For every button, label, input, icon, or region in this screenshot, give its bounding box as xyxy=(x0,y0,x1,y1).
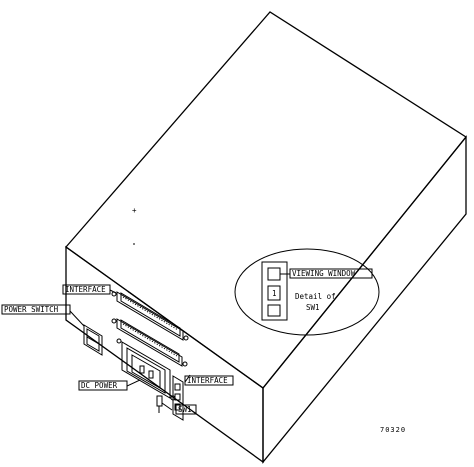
power-switch-rocker xyxy=(83,324,103,356)
callout-interface-bottom-text: INTERFACE xyxy=(187,376,228,385)
callout-interface-top-text: INTERFACE xyxy=(65,285,106,294)
sw1-detail-view: 1 Detail of SW1 xyxy=(234,248,380,336)
interface-connector-upper xyxy=(111,291,189,341)
callout-sw1-text: SW1 xyxy=(178,405,192,414)
interface-connector-lower xyxy=(111,318,188,367)
enclosure-top-face xyxy=(65,11,467,389)
enclosure-side-face xyxy=(262,135,467,464)
detail-switch-digit: 1 xyxy=(272,289,277,298)
callout-dc-power-text: DC POWER xyxy=(81,381,118,390)
callout-interface-bottom: INTERFACE xyxy=(184,375,234,386)
detail-switch-position xyxy=(267,285,281,301)
figure-number: 70320 xyxy=(380,426,406,434)
callout-power-switch: POWER SWITCH xyxy=(1,304,71,315)
enclosure-front-face xyxy=(65,245,264,464)
viewing-window-square xyxy=(267,267,281,281)
callout-dc-power: DC POWER xyxy=(78,380,128,391)
top-mark-plus: + xyxy=(132,206,137,215)
enclosure-box xyxy=(65,11,467,464)
sw1-switch-block xyxy=(172,375,184,421)
callout-sw1: SW1 xyxy=(175,404,197,415)
callout-interface-top: INTERFACE xyxy=(62,284,111,295)
callout-power-switch-text: POWER SWITCH xyxy=(4,305,59,314)
dc-power-inlet xyxy=(116,338,176,401)
detail-switch-lower-window xyxy=(267,304,281,317)
detail-caption-line2: SW1 xyxy=(306,303,320,312)
detail-caption-line1: Detail of xyxy=(295,292,336,301)
callout-viewing-window-text: VIEWING WINDOW xyxy=(292,269,356,278)
callout-viewing-window: VIEWING WINDOW xyxy=(289,268,373,279)
sw1-toggle xyxy=(156,395,163,413)
detail-switch-body xyxy=(261,261,288,321)
